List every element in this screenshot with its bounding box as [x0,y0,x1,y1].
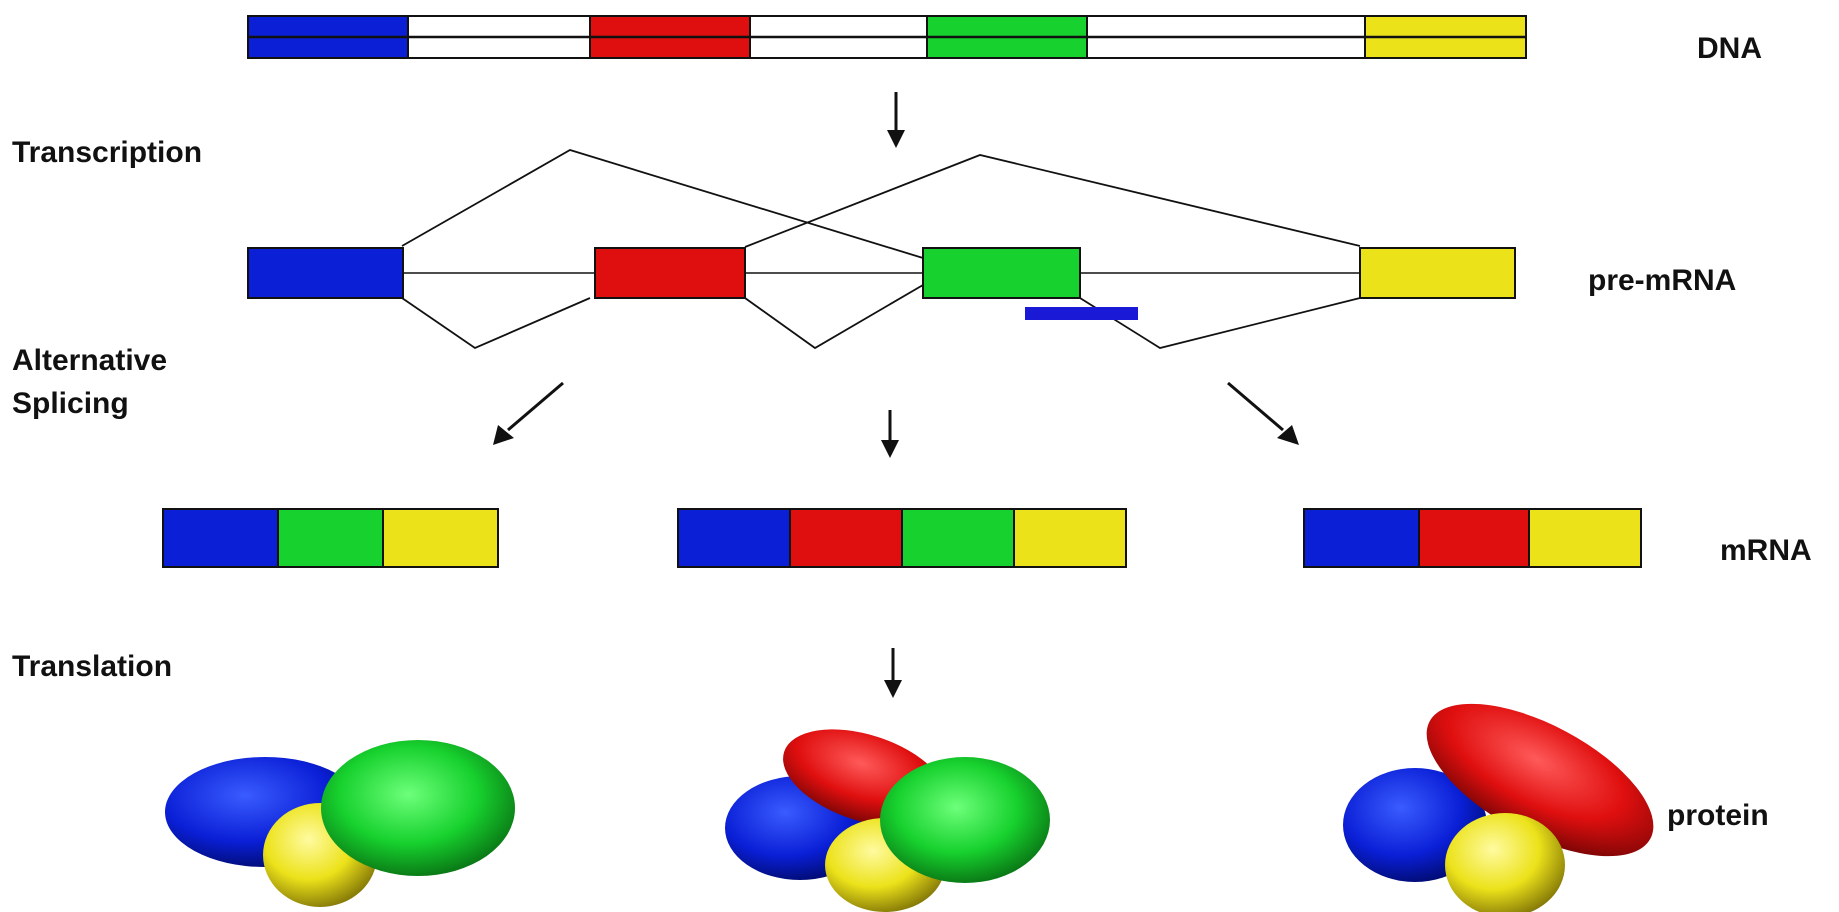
protein-right [1343,703,1654,912]
pre-mrna-exon-1 [247,247,404,299]
pre-mrna-exon-2 [594,247,746,299]
alternative-label: Alternative [12,344,167,377]
dna-label: DNA [1697,32,1762,65]
dna-strand [247,15,1527,59]
mrna-label: mRNA [1720,534,1812,567]
pre-mrna-exon-4 [1359,247,1516,299]
protein-middle [725,729,1050,912]
translation-label: Translation [12,650,172,683]
splicing-label: Splicing [12,387,129,420]
translation-arrow [884,648,902,698]
pre-mrna-exon-3 [922,247,1081,299]
mrna-isoform-right [1303,508,1642,568]
splicing-arrow-middle [881,410,899,458]
protein-label: protein [1667,799,1769,832]
transcription-arrow [887,92,905,148]
pre-mrna [247,149,1516,350]
pre-mrna-label: pre-mRNA [1588,264,1736,297]
mrna-isoform-left [162,508,499,568]
splicing-arrow-right [1227,381,1299,445]
mrna-isoform-middle [677,508,1127,568]
probe-bar [1025,307,1138,320]
transcription-label: Transcription [12,136,202,169]
protein-left [165,740,515,907]
splicing-arrow-left [493,381,564,445]
